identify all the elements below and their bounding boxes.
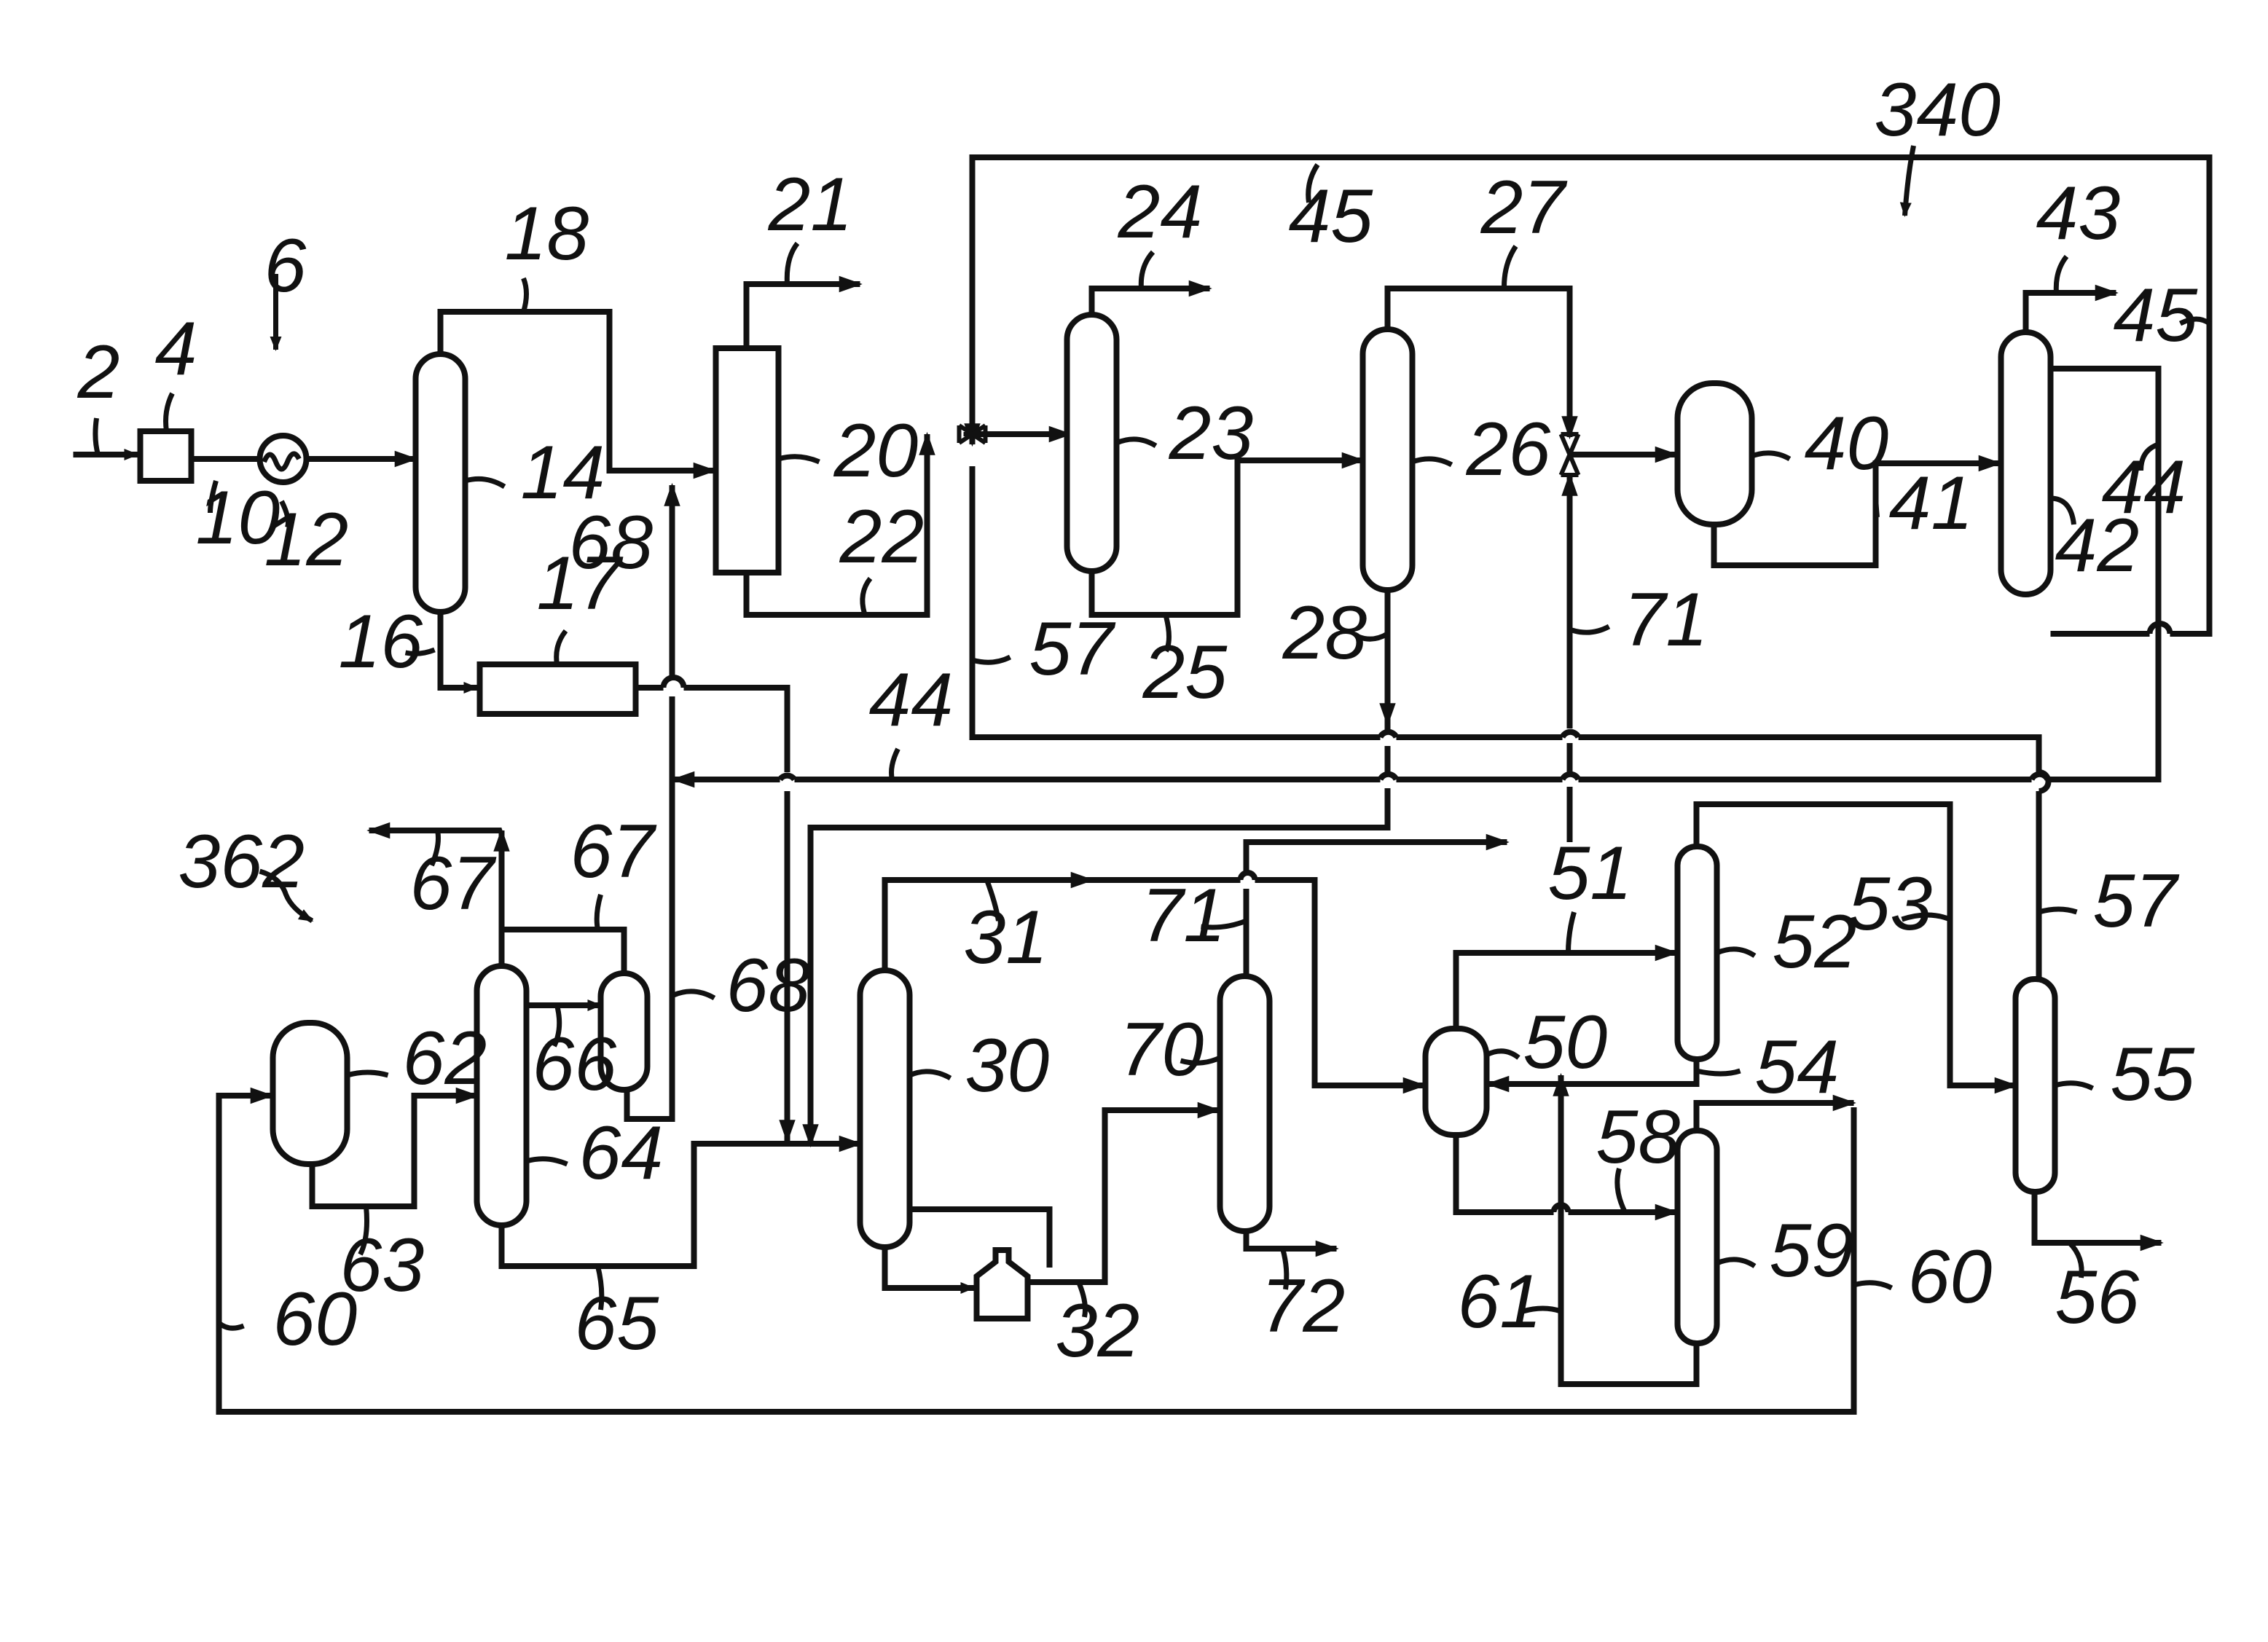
stream-21 <box>747 284 860 350</box>
crossing-hop <box>1241 873 1255 880</box>
crossing-hop <box>780 776 795 779</box>
label-61: 61 <box>1458 1260 1542 1344</box>
label-27: 27 <box>1480 165 1569 250</box>
label-64: 64 <box>579 1111 664 1195</box>
label-60-left: 60 <box>273 1277 358 1362</box>
column-52 <box>1678 846 1717 1059</box>
label-71-bottom: 71 <box>1142 873 1226 958</box>
label-31: 31 <box>964 895 1048 980</box>
label-72: 72 <box>1261 1264 1346 1348</box>
label-54: 54 <box>1755 1025 1840 1109</box>
label-53: 53 <box>1848 862 1933 946</box>
label-50: 50 <box>1523 1000 1608 1085</box>
label-57-top: 57 <box>1029 607 1117 691</box>
column-23 <box>1067 315 1117 571</box>
label-41: 41 <box>1889 461 1974 546</box>
label-67-right: 67 <box>570 809 658 894</box>
crossing-hop <box>1381 732 1397 737</box>
label-44-right: 44 <box>2102 445 2186 530</box>
label-62: 62 <box>403 1016 487 1101</box>
stream-30-bottom <box>885 1244 974 1288</box>
label-59: 59 <box>1770 1209 1854 1293</box>
label-18: 18 <box>505 192 589 276</box>
label-25: 25 <box>1142 630 1228 715</box>
crossing-hop <box>1563 732 1579 737</box>
label-44-mid: 44 <box>869 658 954 742</box>
system-label-340: 340 <box>1875 68 2001 152</box>
label-45-right: 45 <box>2114 273 2199 358</box>
label-20: 20 <box>833 409 919 493</box>
stream-32 <box>1028 1110 1219 1282</box>
column-50 <box>1426 1029 1487 1135</box>
label-58: 58 <box>1596 1095 1681 1179</box>
stream-30-side <box>910 1209 1050 1268</box>
label-57-bottom: 57 <box>2093 859 2181 943</box>
label-67-left: 67 <box>410 841 498 926</box>
label-24: 24 <box>1118 170 1203 254</box>
label-68-top: 68 <box>569 500 654 585</box>
stream-43 <box>2026 293 2116 332</box>
label-28: 28 <box>1282 591 1368 675</box>
stream-16 <box>441 609 477 688</box>
label-71-top: 71 <box>1624 578 1708 662</box>
reactor-20 <box>716 348 779 573</box>
column-30 <box>860 970 910 1247</box>
label-43: 43 <box>2036 171 2121 256</box>
crossing-hop <box>1563 774 1579 779</box>
label-51: 51 <box>1548 831 1633 916</box>
crossing-hop <box>2039 772 2049 791</box>
column-14 <box>416 354 466 612</box>
label-45-top: 45 <box>1289 174 1374 259</box>
column-26 <box>1363 329 1413 590</box>
label-21: 21 <box>768 162 853 247</box>
label-30: 30 <box>965 1024 1050 1108</box>
vessel-62 <box>273 1023 348 1164</box>
label-66: 66 <box>533 1022 617 1107</box>
column-42 <box>2001 332 2051 594</box>
label-12: 12 <box>264 498 349 582</box>
reboiler-32 <box>977 1250 1028 1319</box>
vessel-40 <box>1678 383 1752 525</box>
system-label-362: 362 <box>178 820 305 904</box>
label-68-bottom: 68 <box>726 943 811 1028</box>
column-55 <box>2016 979 2055 1192</box>
column-59 <box>1678 1131 1717 1343</box>
label-70: 70 <box>1120 1007 1204 1092</box>
stream-24 <box>1092 288 1210 318</box>
stream-71-b <box>1247 842 1507 976</box>
crossing-hop <box>1381 774 1397 779</box>
labels: 6 340 362 2 4 10 12 14 16 17 18 20 21 22… <box>77 68 2199 1373</box>
label-60-right: 60 <box>1908 1235 1993 1319</box>
column-70 <box>1220 976 1270 1231</box>
label-32: 32 <box>1056 1289 1140 1373</box>
label-26: 26 <box>1466 407 1551 492</box>
label-40: 40 <box>1805 401 1889 486</box>
vessel-17 <box>480 664 636 714</box>
stream-67-b <box>502 930 624 976</box>
label-23: 23 <box>1169 391 1254 476</box>
stream-17-out <box>636 688 788 1141</box>
label-56: 56 <box>2055 1255 2140 1340</box>
label-22: 22 <box>839 495 925 579</box>
label-4: 4 <box>155 307 197 391</box>
stream-56 <box>2035 1189 2162 1243</box>
label-16: 16 <box>339 600 423 684</box>
system-label-6: 6 <box>264 224 307 308</box>
label-55: 55 <box>2111 1032 2196 1117</box>
label-2: 2 <box>77 330 120 415</box>
label-65: 65 <box>575 1281 660 1366</box>
crossing-hop <box>664 677 684 688</box>
label-52: 52 <box>1773 900 1857 984</box>
stream-72 <box>1247 1228 1337 1249</box>
unit-4-box <box>141 431 192 481</box>
